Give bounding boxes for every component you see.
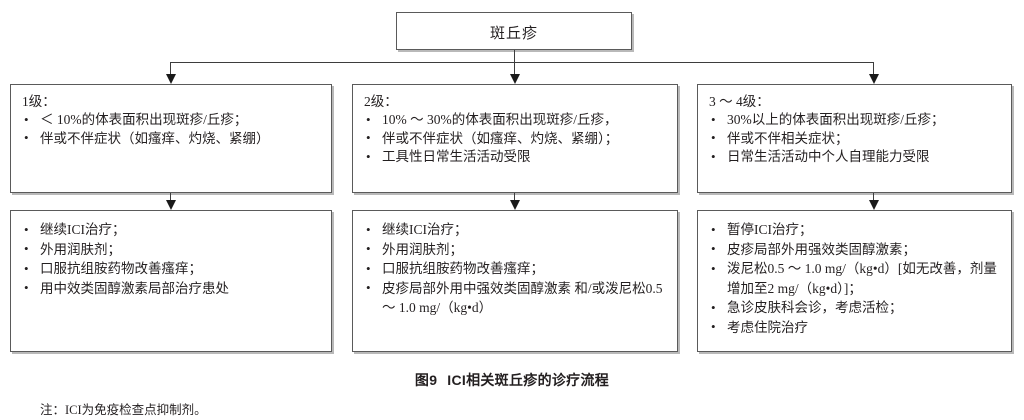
list-item: 考虑住院治疗 [709,317,1004,338]
arrowhead-branch-1 [166,74,176,84]
list-item: 口服抗组胺药物改善瘙痒； [364,259,670,279]
arrowhead-treatment-1 [166,200,176,210]
list-item: 皮疹局部外用中强效类固醇激素 和/或泼尼松0.5 ～ 1.0 mg/（kg•d） [364,278,670,318]
treatment-3-4-list: 暂停ICI治疗； 皮疹局部外用强效类固醇激素； 泼尼松0.5 ～ 1.0 mg/… [707,220,1004,337]
list-item: 伴或不伴相关症状； [709,129,1004,149]
flow-node-grade-1: 1级： ＜ 10%的体表面积出现斑疹/丘疹； 伴或不伴症状（如瘙痒、灼烧、紧绷） [10,84,332,193]
treatment-2-list: 继续ICI治疗； 外用润肤剂； 口服抗组胺药物改善瘙痒； 皮疹局部外用中强效类固… [362,220,670,318]
list-item: 工具性日常生活活动受限 [364,148,670,167]
list-item: 日常生活活动中个人自理能力受限 [709,148,1004,167]
flow-node-grade-3-4: 3 ～ 4级： 30%以上的体表面积出现斑疹/丘疹； 伴或不伴相关症状； 日常生… [697,84,1012,193]
figure-caption-text: ICI相关斑丘疹的诊疗流程 [447,372,610,388]
connector-grade-2-to-treatment [514,193,515,202]
connector-branch-1 [170,62,171,74]
grade-2-criteria-list: 10% ～ 30%的体表面积出现斑疹/丘疹， 伴或不伴症状（如瘙痒、灼烧、紧绷）… [362,111,670,167]
arrowhead-branch-2 [510,74,520,84]
list-item: 外用润肤剂； [364,239,670,260]
list-item: 伴或不伴症状（如瘙痒、灼烧、紧绷）； [364,129,670,149]
list-item: 10% ～ 30%的体表面积出现斑疹/丘疹， [364,111,670,130]
list-item: 皮疹局部外用强效类固醇激素； [709,239,1004,260]
treatment-1-list: 继续ICI治疗； 外用润肤剂； 口服抗组胺药物改善瘙痒； 用中效类固醇激素局部治… [20,220,324,298]
list-item: 外用润肤剂； [22,239,324,260]
list-item: 泼尼松0.5 ～ 1.0 mg/（kg•d）[如无改善，剂量增加至2 mg/（k… [709,259,1004,298]
list-item: 继续ICI治疗； [364,220,670,240]
list-item: 用中效类固醇激素局部治疗患处 [22,278,324,299]
flow-node-treatment-1: 继续ICI治疗； 外用润肤剂； 口服抗组胺药物改善瘙痒； 用中效类固醇激素局部治… [10,210,332,352]
connector-branch-2 [514,62,515,74]
root-node-label: 斑丘疹 [489,26,538,42]
figure-caption: 图9 ICI相关斑丘疹的诊疗流程 [0,370,1024,390]
list-item: 暂停ICI治疗； [709,220,1004,240]
list-item: 30%以上的体表面积出现斑疹/丘疹； [709,111,1004,130]
grade-1-criteria-list: ＜ 10%的体表面积出现斑疹/丘疹； 伴或不伴症状（如瘙痒、灼烧、紧绷） [20,111,324,148]
list-item: ＜ 10%的体表面积出现斑疹/丘疹； [22,111,324,130]
flow-node-treatment-2: 继续ICI治疗； 外用润肤剂； 口服抗组胺药物改善瘙痒； 皮疹局部外用中强效类固… [352,210,678,352]
connector-grade-3-4-to-treatment [873,193,874,202]
arrowhead-treatment-3 [869,200,879,210]
flow-node-grade-2: 2级： 10% ～ 30%的体表面积出现斑疹/丘疹， 伴或不伴症状（如瘙痒、灼烧… [352,84,678,193]
list-item: 伴或不伴症状（如瘙痒、灼烧、紧绷） [22,129,324,149]
grade-2-heading: 2级： [364,94,398,109]
connector-grade-1-to-treatment [170,193,171,202]
grade-1-heading: 1级： [22,94,56,109]
arrowhead-branch-3 [869,74,879,84]
connector-branch-3 [873,62,874,74]
connector-distributor-bar [170,62,874,63]
list-item: 继续ICI治疗； [22,220,324,240]
figure-note: 注：ICI为免疫检查点抑制剂。 [40,403,207,417]
list-item: 口服抗组胺药物改善瘙痒； [22,259,324,279]
figure-number: 图9 [414,372,438,388]
flow-node-treatment-3-4: 暂停ICI治疗； 皮疹局部外用强效类固醇激素； 泼尼松0.5 ～ 1.0 mg/… [697,210,1012,352]
arrowhead-treatment-2 [510,200,520,210]
list-item: 急诊皮肤科会诊，考虑活检； [709,298,1004,318]
grade-3-4-heading: 3 ～ 4级： [709,94,770,109]
grade-3-4-criteria-list: 30%以上的体表面积出现斑疹/丘疹； 伴或不伴相关症状； 日常生活活动中个人自理… [707,111,1004,167]
flow-node-root: 斑丘疹 [396,12,632,50]
connector-root-stem [514,50,515,62]
